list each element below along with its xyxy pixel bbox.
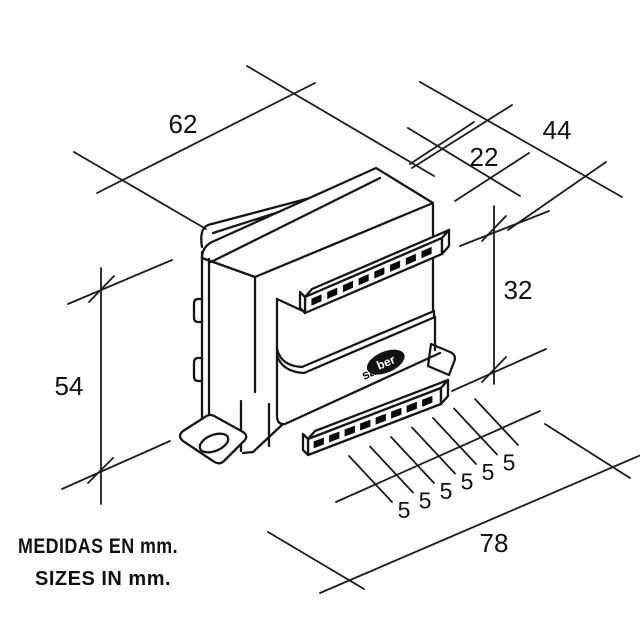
note-sizes: SIZES IN mm. xyxy=(35,568,171,590)
coil-top-left-edge xyxy=(275,297,305,313)
pitch-value-6: 5 xyxy=(503,450,516,476)
clamp-tab-lower xyxy=(192,356,204,383)
dim-78-line xyxy=(319,454,640,594)
clamp-tab-upper xyxy=(192,297,204,324)
pitch-tick-1 xyxy=(348,455,393,503)
dim-32-witness-bottom xyxy=(451,348,547,392)
pitch-value-3: 5 xyxy=(440,478,453,504)
coil-tape-band-upper xyxy=(275,309,436,369)
dim-54-witness-top xyxy=(67,259,173,305)
note-medidas: MEDIDAS EN mm. xyxy=(18,535,178,558)
pitch-value-4: 5 xyxy=(461,469,474,495)
dim-54-value: 54 xyxy=(55,371,84,401)
dim-44-witness-left xyxy=(411,104,513,169)
pitch-tick-4 xyxy=(411,426,456,475)
dim-62-witness-left xyxy=(73,151,207,230)
foot-plate xyxy=(178,413,248,465)
dimension-pitch-5: 5 5 5 5 5 5 xyxy=(335,398,541,523)
units-notes: MEDIDAS EN mm. SIZES IN mm. xyxy=(18,535,178,590)
dimension-78: 78 xyxy=(267,423,640,594)
dim-32-value: 32 xyxy=(504,275,533,305)
strip-bottom-right-cap xyxy=(439,378,450,406)
pitch-tick-3 xyxy=(390,436,435,484)
coil-left-and-bottom-edge xyxy=(275,297,442,426)
strip-top-front-face xyxy=(303,236,444,315)
transformer-drawing: sa ber xyxy=(178,166,457,465)
dim-78-witness-left xyxy=(267,531,365,590)
terminal-strip-bottom xyxy=(301,378,450,457)
pitch-tick-6 xyxy=(453,407,498,456)
coil-bobbin xyxy=(275,256,442,426)
dim-44-value: 44 xyxy=(543,115,572,145)
note-sizes-post: mm. xyxy=(122,568,171,590)
dimension-54: 54 xyxy=(55,259,173,505)
strip-bottom-left-cap xyxy=(301,432,310,457)
dim-62-witness-right xyxy=(246,65,435,177)
logo-oval xyxy=(366,349,405,375)
dim-44-line xyxy=(419,81,623,198)
frame-bottom-edge xyxy=(241,422,285,455)
dim-22-witness-left xyxy=(409,121,475,165)
pitch-tick-5 xyxy=(432,417,477,465)
strip-bottom-front-face xyxy=(306,386,443,457)
pitch-tick-2 xyxy=(369,445,414,494)
dim-62-line xyxy=(96,82,316,194)
core-frame xyxy=(192,166,435,455)
dimension-44: 44 xyxy=(411,81,623,231)
pitch-tick-7 xyxy=(474,398,519,446)
dim-32-tick-bottom xyxy=(481,356,507,383)
coil-tape-band-lower xyxy=(275,315,437,375)
dim-22-value: 22 xyxy=(470,142,499,172)
terminal-strip-top xyxy=(298,228,451,315)
strip-top-right-cap xyxy=(440,228,451,256)
dim-78-witness-right xyxy=(544,423,631,479)
dim-62-value: 62 xyxy=(169,109,198,139)
saber-logo: sa ber xyxy=(359,349,405,383)
dim-32-witness-top xyxy=(459,210,550,247)
foot-hole xyxy=(198,432,230,454)
dim-54-tick-bottom xyxy=(87,457,114,484)
pitch-value-2: 5 xyxy=(419,488,432,514)
dim-54-witness-bottom xyxy=(61,440,171,490)
dimension-32: 32 xyxy=(451,205,550,392)
frame-back-lip-outer xyxy=(200,183,361,249)
dim-44-witness-right xyxy=(507,161,607,231)
right-flange xyxy=(426,342,457,377)
mounting-foot xyxy=(178,413,248,465)
strip-top-left-cap xyxy=(298,290,307,315)
dimension-62: 62 xyxy=(73,65,435,230)
frame-front-lip-line xyxy=(209,176,382,264)
dimension-22: 22 xyxy=(407,121,530,202)
note-sizes-pre: SIZES xyxy=(35,568,101,590)
pitch-value-5: 5 xyxy=(482,459,495,485)
note-sizes-bold: IN xyxy=(101,568,122,590)
logo-oval-text: ber xyxy=(375,352,398,372)
dim-32-tick-top xyxy=(481,215,507,242)
dim-78-value: 78 xyxy=(480,528,509,558)
dim-22-line xyxy=(407,127,521,197)
pitch-value-1: 5 xyxy=(398,497,411,523)
dim-22-witness-right xyxy=(454,152,530,202)
